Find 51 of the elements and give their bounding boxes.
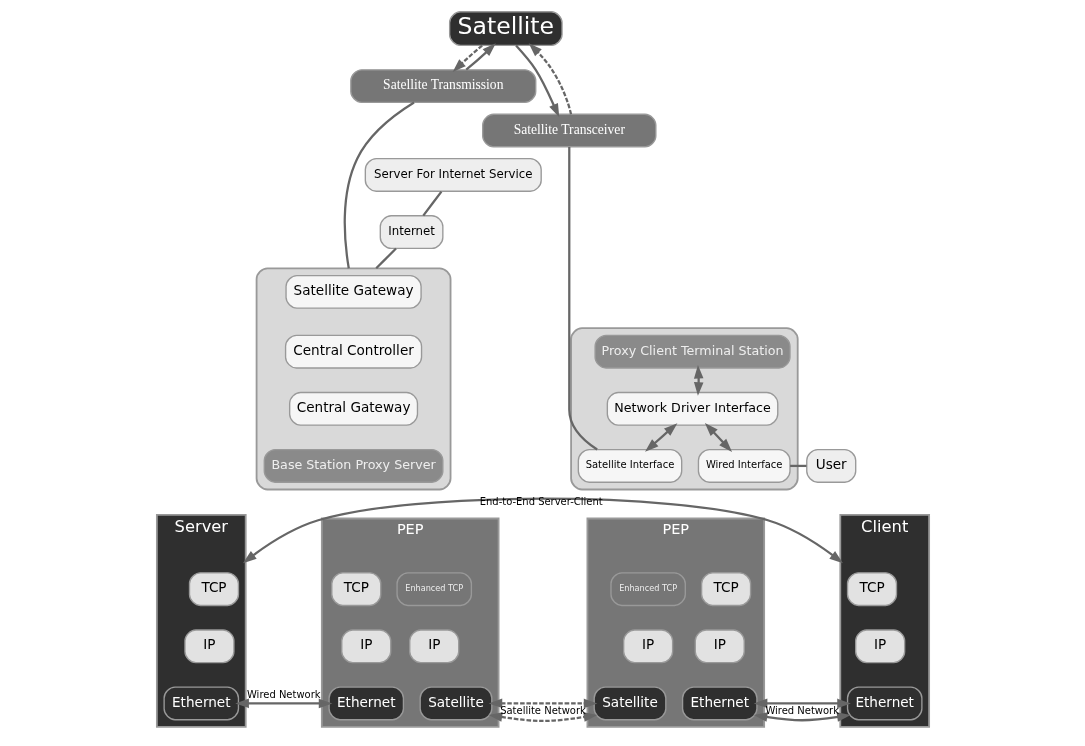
node-box: TCP: [846, 572, 897, 607]
node-box: TCP: [700, 572, 751, 607]
arrow: [528, 43, 572, 115]
node-box: TCP: [330, 572, 381, 607]
edge-label: Satellite Network: [499, 705, 586, 717]
node-box: Base Station Proxy Server: [263, 448, 443, 483]
node-box: Wired Interface: [697, 448, 791, 483]
node-box: Satellite: [448, 11, 563, 46]
node-box: IP: [694, 629, 745, 664]
arrow: [242, 497, 843, 564]
node-box: Proxy Client Terminal Station: [593, 334, 791, 369]
arrow: [753, 698, 851, 722]
node-box: Satellite Transceiver: [481, 113, 657, 148]
node-box: IP: [408, 629, 459, 664]
node-box: IP: [183, 629, 235, 664]
arrow: [452, 44, 483, 73]
node-box: Satellite Gateway: [284, 274, 422, 309]
node-box: Network Driver Interface: [606, 391, 778, 426]
node-box: IP: [854, 629, 905, 664]
node-box: TCP: [188, 572, 239, 607]
node-box: Ethernet: [846, 686, 923, 721]
connector: [421, 190, 442, 217]
connector: [567, 147, 598, 451]
edge-label: Wired Network: [764, 705, 839, 717]
node-box: IP: [340, 629, 391, 664]
node-box: Central Gateway: [288, 391, 418, 426]
node-box: Satellite: [419, 686, 492, 721]
node-box: Central Controller: [284, 334, 422, 369]
cluster: [569, 327, 799, 491]
node-box: Satellite: [593, 686, 666, 721]
cluster: [255, 267, 451, 491]
node-box: Satellite Transmission: [349, 69, 536, 104]
node-box: Enhanced TCP: [609, 572, 686, 607]
node-box: Ethernet: [327, 686, 404, 721]
node-box: User: [805, 448, 856, 483]
node-box: IP: [622, 629, 673, 664]
node-box: Ethernet: [162, 686, 239, 721]
connector: [343, 101, 415, 269]
node-box: Server For Internet Service: [364, 157, 542, 192]
node-box: Satellite Interface: [577, 448, 682, 483]
arrow: [704, 422, 732, 452]
node-box: Enhanced TCP: [395, 572, 472, 607]
edge-label: Wired Network: [246, 688, 321, 700]
arrow: [488, 698, 597, 723]
arrow: [465, 43, 496, 71]
node-box: Ethernet: [681, 686, 758, 721]
arrow: [234, 698, 332, 709]
node-box: Internet: [379, 215, 443, 250]
arrow: [514, 44, 559, 118]
connector: [374, 247, 397, 270]
arrow: [644, 423, 677, 452]
